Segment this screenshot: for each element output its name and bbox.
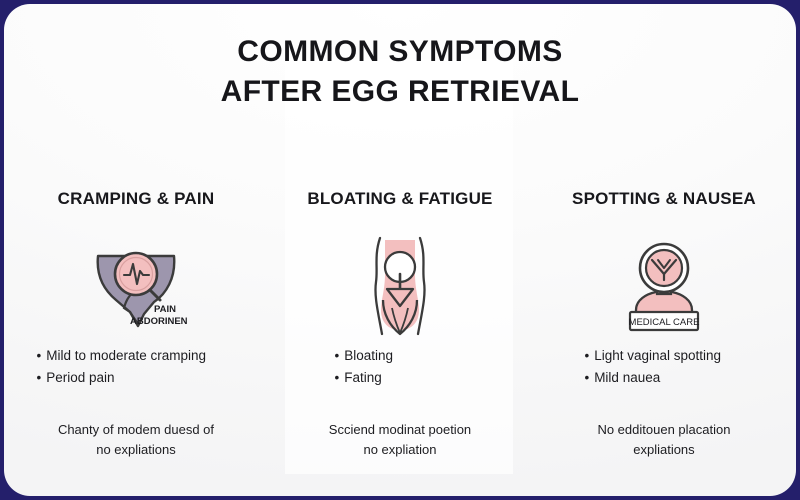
list-item: •Mild nauea	[584, 367, 771, 389]
title-line-2: AFTER EGG RETRIEVAL	[220, 74, 580, 108]
bloated-abdomen-arrow-icon	[352, 231, 448, 341]
icon-label: MEDICAL CARE	[628, 317, 699, 328]
page-title: COMMON SYMPTOMS AFTER EGG RETRIEVAL	[4, 32, 796, 111]
symptom-column-cramping-pain: CRAMPING & PAIN PAIN ABDORINEN	[4, 189, 268, 461]
caption-line-1: No edditouen placation	[597, 421, 731, 437]
slide-card: COMMON SYMPTOMS AFTER EGG RETRIEVAL CRAM…	[4, 4, 796, 496]
bullet-glyph: •	[584, 348, 590, 363]
column-caption: Chanty of modem duesd of no expliations	[23, 420, 248, 461]
bullet-list: •Light vaginal spotting •Mild nauea	[556, 345, 771, 389]
column-heading: SPOTTING & NAUSEA	[572, 189, 756, 208]
uterus-heartbeat-icon: PAIN ABDORINEN	[80, 231, 192, 341]
bullet-list: •Mild to moderate cramping •Period pain	[28, 345, 243, 389]
list-item: • Mild to moderate cramping	[36, 345, 243, 367]
caption-line-2: no expliation	[363, 442, 437, 458]
bullet-glyph: •	[584, 369, 590, 385]
list-item: •Period pain	[36, 367, 243, 389]
bullet-glyph: •	[36, 369, 42, 385]
icon-label-line-1: PAIN	[154, 304, 176, 315]
title-line-1: COMMON SYMPTOMS	[237, 35, 563, 68]
caption-line-2: no expliations	[96, 442, 176, 458]
list-item-label: Mild nauea	[594, 369, 661, 385]
bullet-glyph: •	[36, 348, 42, 363]
list-item-label: Period pain	[46, 369, 115, 385]
column-caption: Scciend modinat poetion no expliation	[287, 420, 512, 461]
symptom-columns: CRAMPING & PAIN PAIN ABDORINEN	[4, 189, 796, 461]
list-item: • Light vaginal spotting	[584, 345, 771, 367]
list-item: •Fating	[334, 367, 507, 389]
icon-label-line-2: ABDORINEN	[130, 316, 188, 327]
bullet-list: •Bloating •Fating	[292, 345, 507, 389]
list-item-label: Bloating	[344, 348, 393, 363]
caption-line-1: Chanty of modem duesd of	[57, 421, 215, 437]
bullet-glyph: •	[334, 369, 340, 385]
list-item-label: Fating	[344, 369, 382, 385]
caption-line-2: expliations	[633, 442, 695, 458]
list-item-label: Mild to moderate cramping	[46, 348, 207, 363]
list-item: • Bloating	[334, 345, 507, 367]
column-heading: BLOATING & FATIGUE	[307, 189, 493, 208]
symptom-column-bloating-fatigue: BLOATING & FATIGUE	[268, 189, 532, 461]
column-heading: CRAMPING & PAIN	[57, 189, 215, 208]
list-item-label: Light vaginal spotting	[594, 348, 722, 363]
bullet-glyph: •	[334, 348, 340, 363]
column-caption: No edditouen placation expliations	[551, 420, 776, 461]
medical-care-person-icon: MEDICAL CARE	[612, 231, 716, 341]
caption-line-1: Scciend modinat poetion	[328, 421, 472, 437]
symptom-column-spotting-nausea: SPOTTING & NAUSEA M	[532, 189, 796, 461]
